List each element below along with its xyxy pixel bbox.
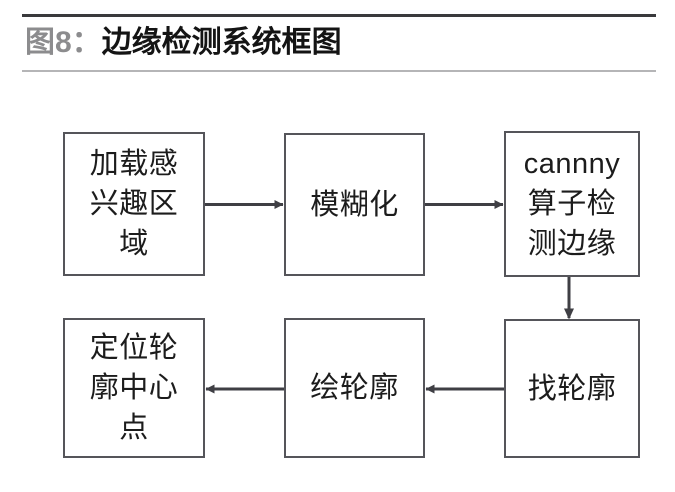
flow-node-canny[interactable]: cannny 算子检 测边缘 (504, 131, 640, 277)
flow-node-center-point[interactable]: 定位轮 廓中心 点 (63, 318, 205, 458)
flow-node-load-roi[interactable]: 加载感 兴趣区 域 (63, 132, 205, 276)
flow-node-find-contour[interactable]: 找轮廓 (504, 319, 640, 458)
flow-node-canny-label: cannny 算子检 测边缘 (523, 148, 621, 260)
flow-node-find-contour-label: 找轮廓 (527, 372, 617, 405)
flow-node-draw-contour[interactable]: 绘轮廓 (284, 318, 425, 458)
flow-node-center-point-label: 定位轮 廓中心 点 (89, 332, 179, 444)
figure-title-text: 边缘检测系统框图 (101, 26, 342, 59)
page-title: 图8：边缘检测系统框图 (25, 22, 342, 64)
flow-node-blur-label: 模糊化 (310, 188, 399, 221)
flow-node-blur[interactable]: 模糊化 (284, 133, 425, 276)
figure-header: 图8：边缘检测系统框图 (22, 14, 656, 72)
header-rule-bottom (22, 70, 656, 72)
flow-node-load-roi-label: 加载感 兴趣区 域 (89, 148, 179, 260)
flow-node-draw-contour-label: 绘轮廓 (310, 372, 399, 404)
header-rule-top (22, 14, 656, 17)
figure-number-label: 图8： (25, 26, 102, 59)
